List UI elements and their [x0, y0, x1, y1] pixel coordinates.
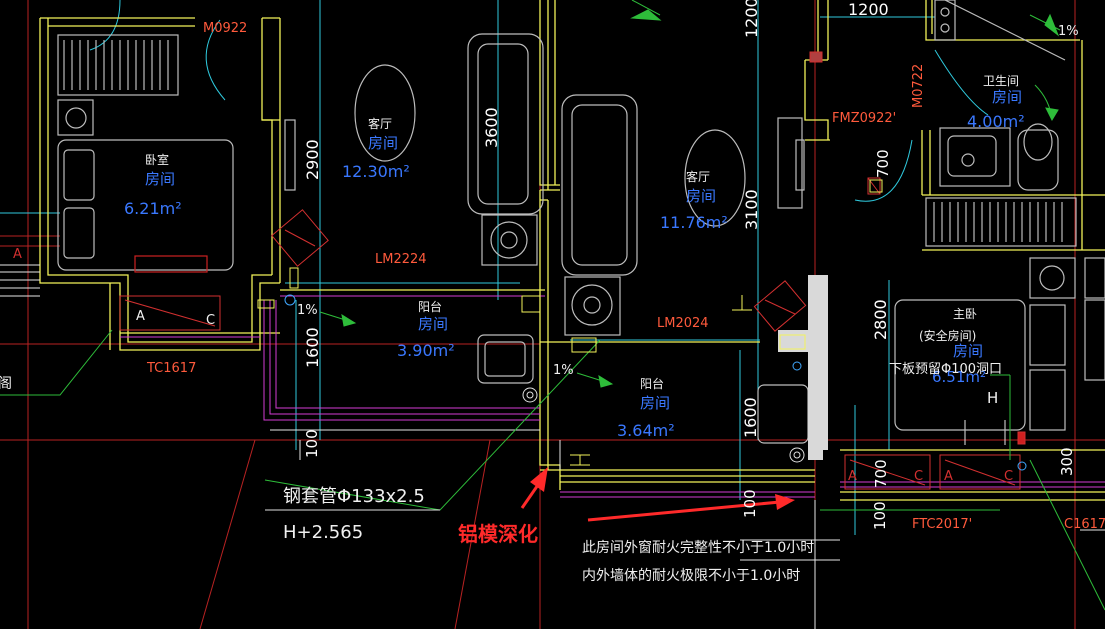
room-area-master: 6.51m²	[932, 368, 986, 386]
bed	[57, 139, 234, 271]
sofa-a	[467, 33, 544, 215]
guide-lines	[0, 0, 989, 535]
dim-100-b: 100	[741, 489, 759, 518]
room-area-bathroom: 4.00m²	[967, 112, 1025, 131]
furniture	[57, 0, 1105, 444]
room-type-balcony-a: 房间	[418, 315, 448, 333]
fire-note-1: 此房间外窗耐火完整性不小于1.0小时	[582, 539, 814, 556]
room-name-bedroom: 卧室	[145, 152, 169, 167]
wardrobe-master	[925, 197, 1077, 247]
fixtures	[257, 179, 883, 466]
label-m0722: M0722	[911, 64, 926, 108]
labels: 卧室 房间 6.21m² 客厅 房间 12.30m² 客厅 房间 11.76m²…	[0, 0, 1105, 584]
aluminum-mold-label: 铝模深化	[458, 522, 538, 546]
room-sub-master: (安全房间)	[919, 328, 976, 343]
dim-100-c: 100	[871, 501, 889, 530]
label-fmz0922: FMZ0922'	[832, 111, 896, 126]
dim-700-b: 700	[872, 459, 890, 488]
room-type-master: 房间	[953, 342, 983, 360]
label-ftc2017: FTC2017'	[912, 517, 972, 532]
dim-2900: 2900	[303, 139, 322, 180]
floor-hole-label: 下板预留Φ100洞口	[889, 362, 1002, 377]
dim-1600-a: 1600	[303, 327, 322, 368]
dim-2800: 2800	[871, 299, 890, 340]
room-type-bedroom: 房间	[145, 170, 175, 188]
wardrobe	[57, 34, 179, 96]
label-lm2024: LM2024	[657, 316, 709, 331]
dim-1600-b: 1600	[741, 397, 760, 438]
room-area-balcony-a: 3.90m²	[397, 341, 455, 360]
dim-3600: 3600	[482, 107, 501, 148]
walls	[39, 0, 1105, 501]
room-area-living-b: 11.76m²	[660, 213, 728, 232]
slope-1: 1%	[297, 303, 318, 318]
dim-3100: 3100	[742, 189, 761, 230]
room-name-bathroom: 卫生间	[983, 74, 1019, 88]
bed-master	[894, 299, 1026, 431]
letter-a-1: A	[136, 309, 145, 324]
slope-3: 1%	[1058, 24, 1079, 39]
letter-a-left: A	[13, 247, 22, 262]
room-area-balcony-b: 3.64m²	[617, 421, 675, 440]
letter-c-1: C	[206, 313, 215, 328]
dim-100-a: 100	[303, 429, 321, 458]
label-m0922: M0922	[203, 21, 247, 36]
room-type-living-a: 房间	[368, 134, 398, 152]
elevation-label: H+2.565	[283, 522, 363, 543]
room-name-living-a: 客厅	[368, 116, 392, 131]
label-lm2224: LM2224	[375, 252, 427, 267]
room-name-balcony-a: 阳台	[418, 299, 442, 314]
white-lines	[0, 264, 1105, 629]
label-tc1617: TC1617	[146, 361, 196, 376]
window-lines	[120, 295, 1105, 498]
dim-1200-v: 1200	[742, 0, 761, 38]
fire-note-2: 内外墙体的耐火极限不小于1.0小时	[582, 568, 800, 584]
letter-a-2: A	[848, 469, 857, 484]
table-a	[354, 64, 416, 162]
letter-h: H	[987, 389, 998, 407]
dim-700-a: 700	[874, 149, 892, 178]
dim-1200-h: 1200	[848, 0, 889, 19]
room-type-balcony-b: 房间	[640, 394, 670, 412]
drains	[284, 294, 1027, 471]
slope-2: 1%	[553, 363, 574, 378]
left-edge-label: 阁	[0, 376, 12, 392]
sofa-b	[561, 94, 638, 276]
letter-c-2: C	[914, 469, 923, 484]
room-name-master: 主卧	[953, 307, 977, 321]
letter-a-3: A	[944, 469, 953, 484]
red-arrows	[520, 467, 795, 522]
label-c1617: C1617	[1064, 517, 1105, 532]
room-type-bathroom: 房间	[992, 88, 1022, 106]
room-area-living-a: 12.30m²	[342, 162, 410, 181]
room-name-balcony-b: 阳台	[640, 376, 664, 391]
room-name-living-b: 客厅	[686, 169, 710, 184]
washer	[477, 334, 534, 384]
steel-sleeve-label: 钢套管Φ133x2.5	[283, 486, 425, 507]
table-b	[684, 129, 746, 227]
bath-vanity	[939, 127, 1011, 187]
red-symbols	[119, 51, 1026, 490]
room-type-living-b: 房间	[686, 187, 716, 205]
letter-c-3: C	[1004, 469, 1013, 484]
room-area-bedroom: 6.21m²	[124, 199, 182, 218]
dim-300: 300	[1058, 447, 1076, 476]
